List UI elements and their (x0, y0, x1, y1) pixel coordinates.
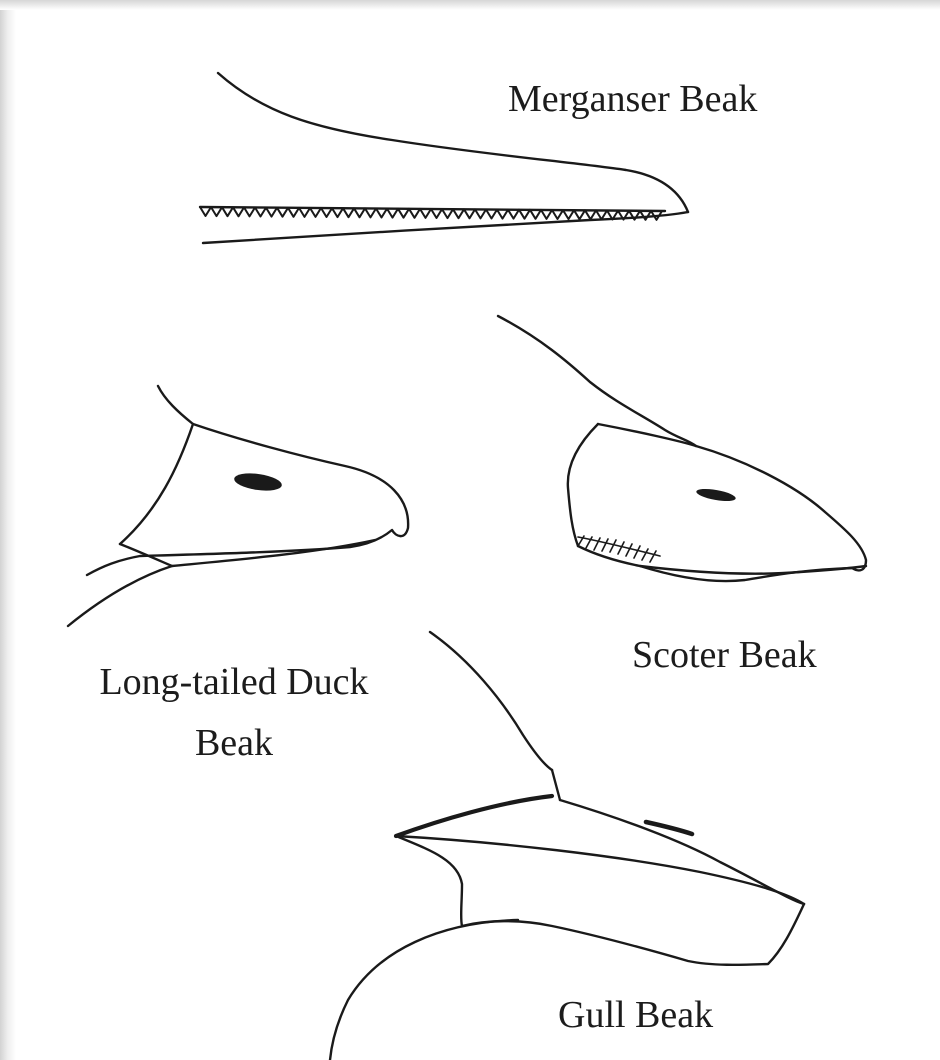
merganser-beak-label: Merganser Beak (508, 80, 757, 118)
scoter-beak-base (568, 424, 598, 546)
scoter-ridge-line (640, 566, 866, 574)
scoter-beak-outline (578, 424, 866, 581)
scoter-serration (578, 536, 660, 562)
scoter-beak-drawing (498, 316, 866, 581)
duck-head-line (158, 386, 193, 424)
gull-throat (330, 920, 518, 1060)
scoter-nostril (695, 487, 736, 504)
long-tailed-duck-beak-label: Long-tailed Duck Beak (86, 652, 382, 774)
gull-upper-mandible-base (396, 796, 552, 836)
long-tailed-duck-label-line-1: Long-tailed Duck (86, 652, 382, 713)
long-tailed-duck-beak-drawing (68, 386, 408, 626)
duck-nostril (233, 471, 283, 494)
gull-lower-mandible (462, 904, 804, 965)
gull-beak-label: Gull Beak (558, 996, 713, 1034)
gull-head-line (430, 632, 552, 770)
merganser-teeth (200, 207, 662, 220)
scoter-beak-label: Scoter Beak (632, 636, 817, 674)
gull-chin (396, 836, 462, 926)
long-tailed-duck-label-line-2: Beak (86, 713, 382, 774)
duck-beak-base (120, 424, 193, 544)
duck-beak-outline (87, 424, 408, 575)
